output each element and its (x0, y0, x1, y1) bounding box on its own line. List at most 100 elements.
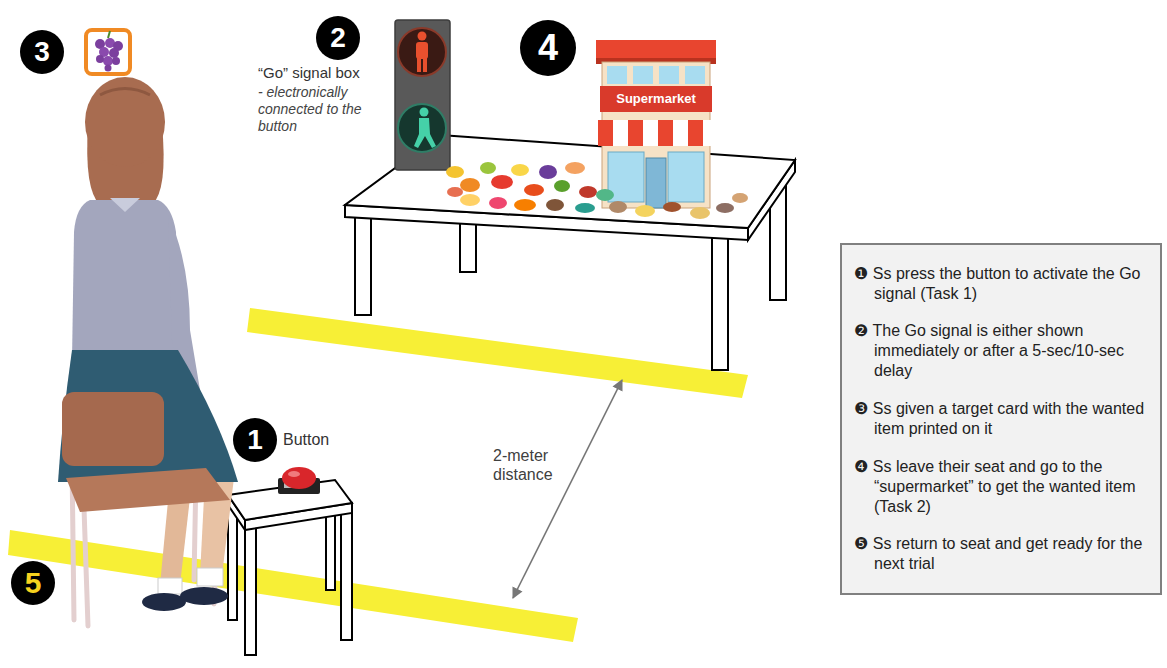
note-label: - electronically connected to the button (258, 84, 384, 134)
go-signal-box-part (398, 104, 446, 152)
supermarket-building-part (703, 120, 714, 146)
girl-participant-part (110, 198, 140, 212)
callout-text: 1 (247, 426, 263, 454)
callout-number: 5 (11, 561, 55, 605)
supermarket-building-part (602, 62, 710, 208)
toy-food-part (539, 165, 557, 179)
procedure-panel: ❶ Ss press the button to activate the Go… (840, 243, 1162, 595)
chair-legs-part (84, 508, 88, 626)
supermarket-building-part (658, 120, 673, 146)
floor-line (8, 308, 748, 642)
toy-food-part (554, 180, 570, 192)
part-label: “Go” signal box (258, 64, 360, 82)
supermarket-building-part (646, 158, 666, 208)
callout-text: 3 (34, 38, 50, 66)
step-text: ❸ Ss given a target card with the wanted… (854, 399, 1150, 439)
chair (62, 392, 230, 512)
girl-participant-part (58, 350, 238, 482)
girl-participant (58, 77, 238, 611)
toy-food-part (446, 166, 464, 178)
supermarket-table-part (355, 215, 371, 315)
button-table-part (245, 528, 256, 655)
step-text: ❺ Ss return to seat and get ready for th… (854, 534, 1150, 574)
push-button-part (282, 467, 316, 489)
button-table-part (341, 510, 352, 640)
girl-participant-part (158, 578, 182, 594)
step-text: ❷ The Go signal is either shown immediat… (854, 321, 1150, 381)
supermarket-building-part (633, 66, 653, 84)
callout-number: 1 (233, 418, 277, 462)
go-signal-box-part (398, 28, 446, 76)
supermarket-building-part (628, 120, 643, 146)
toy-food-part (447, 187, 463, 197)
chair-part (62, 392, 164, 466)
part-label: Button (283, 430, 329, 449)
toy-food-part (489, 197, 507, 209)
callout-text: 5 (25, 568, 42, 598)
push-button-part (288, 471, 300, 477)
target-card-part (112, 57, 120, 65)
toy-food-part (579, 186, 597, 198)
toy-food-part (575, 203, 595, 213)
toy-food-part (514, 199, 536, 211)
chair-part (66, 468, 230, 512)
target-card-part (109, 48, 119, 58)
button-table-part (228, 505, 237, 620)
dimension-label: 2-meter distance (490, 445, 568, 485)
supermarket-building-part (673, 120, 688, 146)
toy-food-part (460, 178, 480, 192)
toy-food-part (635, 205, 655, 217)
callout-number: 3 (20, 30, 64, 74)
toy-food-part (460, 194, 480, 206)
supermarket-building-part (600, 86, 712, 112)
supermarket-building-part (613, 120, 628, 146)
toy-food-part (491, 175, 513, 189)
toy-food-part (663, 202, 681, 212)
supermarket-building-part (659, 66, 679, 84)
supermarket-building-part (607, 66, 627, 84)
distance-arrow (513, 380, 622, 598)
toy-food (446, 162, 748, 219)
supermarket-building-part (688, 120, 703, 146)
girl-participant-part (100, 89, 150, 96)
toy-food-part (546, 199, 564, 211)
toy-food-part (609, 201, 627, 213)
go-signal-box-part (414, 118, 436, 148)
toy-food-part (690, 207, 710, 219)
supermarket-building-part (668, 152, 704, 202)
floor-line-part (247, 308, 748, 398)
toy-food-part (480, 162, 496, 174)
target-card-part (96, 55, 104, 63)
toy-food-part (596, 189, 614, 201)
toy-food-part (565, 162, 585, 174)
callout-number: 4 (520, 20, 576, 76)
target-card (86, 30, 130, 74)
go-signal-box-part (417, 58, 421, 72)
girl-participant-part (72, 200, 178, 360)
go-signal-box (395, 20, 450, 170)
supermarket-building (596, 40, 716, 208)
toy-food-part (716, 203, 734, 213)
target-card-part (86, 30, 130, 74)
distance-arrow-part (513, 380, 622, 598)
step-text: ❹ Ss leave their seat and go to the “sup… (854, 457, 1150, 517)
supermarket-building-part (596, 40, 716, 60)
callout-text: 2 (330, 24, 346, 52)
button-table (228, 480, 352, 655)
sign-text: Supermarket (616, 91, 695, 107)
supermarket-building-part (685, 66, 705, 84)
girl-participant-part (85, 77, 165, 167)
girl-participant-part (180, 587, 228, 605)
push-button (278, 467, 320, 494)
target-card-part (105, 65, 112, 72)
callout-text: 4 (538, 30, 558, 66)
toy-food-part (732, 193, 748, 203)
go-signal-box-part (420, 108, 429, 117)
supermarket-building-part (643, 120, 658, 146)
go-signal-box-part (423, 58, 427, 72)
toy-food-part (511, 164, 529, 176)
toy-food-part (524, 184, 544, 196)
supermarket-building-part (598, 120, 613, 146)
target-card-part (108, 31, 110, 38)
supermarket-table-part (712, 236, 728, 370)
